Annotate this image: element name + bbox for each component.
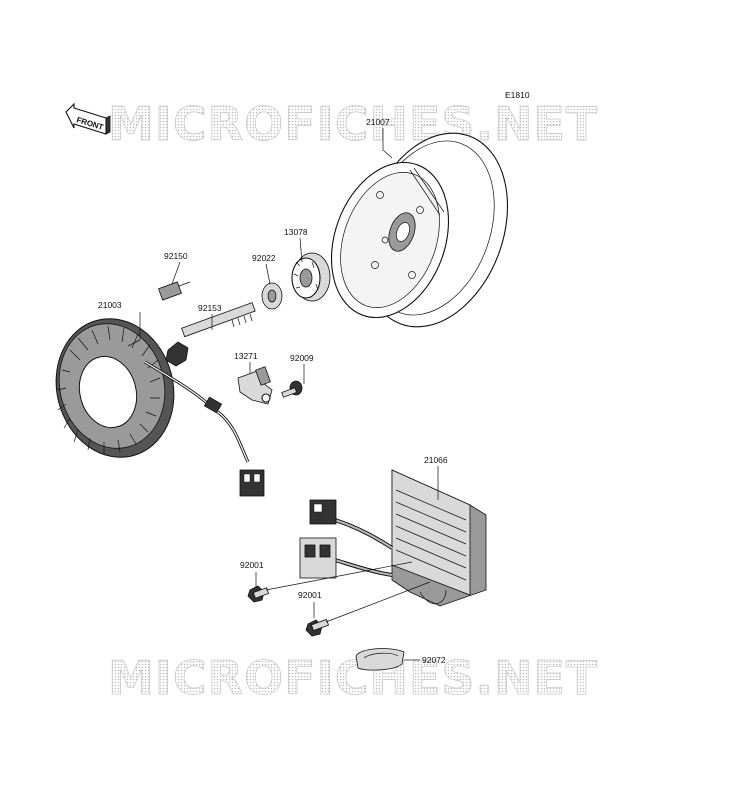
callout-21007: 21007: [366, 117, 390, 127]
diagram-code: E1810: [505, 90, 530, 100]
regulator-rectifier: [299, 469, 487, 607]
watermark-bottom: MICROFICHES.NET: [108, 651, 598, 705]
clamp: [355, 648, 405, 671]
leader-92001-lower: [313, 581, 431, 623]
stator: [55, 318, 265, 497]
bolt-regulator-upper: [247, 585, 270, 603]
bolt-regulator-lower: [305, 618, 330, 637]
flywheel: [330, 132, 509, 328]
callout-13078: 13078: [284, 227, 308, 237]
washer: [261, 282, 283, 310]
callout-21003: 21003: [98, 300, 122, 310]
leader-13078: [299, 237, 303, 263]
watermark-top: MICROFICHES.NET: [108, 97, 598, 151]
leader-92150: [171, 261, 181, 285]
callout-92009: 92009: [290, 353, 314, 363]
bolt-small: [158, 281, 191, 301]
rotor-collar: [291, 252, 331, 302]
plate: [237, 366, 273, 405]
leader-92001-upper: [255, 561, 413, 591]
callout-92072: 92072: [422, 655, 446, 665]
flywheel-bolt: [165, 302, 256, 367]
callout-92001-upper: 92001: [240, 560, 264, 570]
callout-13271: 13271: [234, 351, 258, 361]
leader-21003: [127, 312, 141, 347]
callout-21066: 21066: [424, 455, 448, 465]
callout-92022: 92022: [252, 253, 276, 263]
callout-92001-lower: 92001: [298, 590, 322, 600]
callout-92150: 92150: [164, 251, 188, 261]
screw-plate: [281, 380, 303, 398]
leader-21007: [382, 128, 393, 159]
leader-92022: [265, 263, 271, 285]
front-arrow-icon: FRONT: [65, 102, 111, 135]
callout-92153: 92153: [198, 303, 222, 313]
